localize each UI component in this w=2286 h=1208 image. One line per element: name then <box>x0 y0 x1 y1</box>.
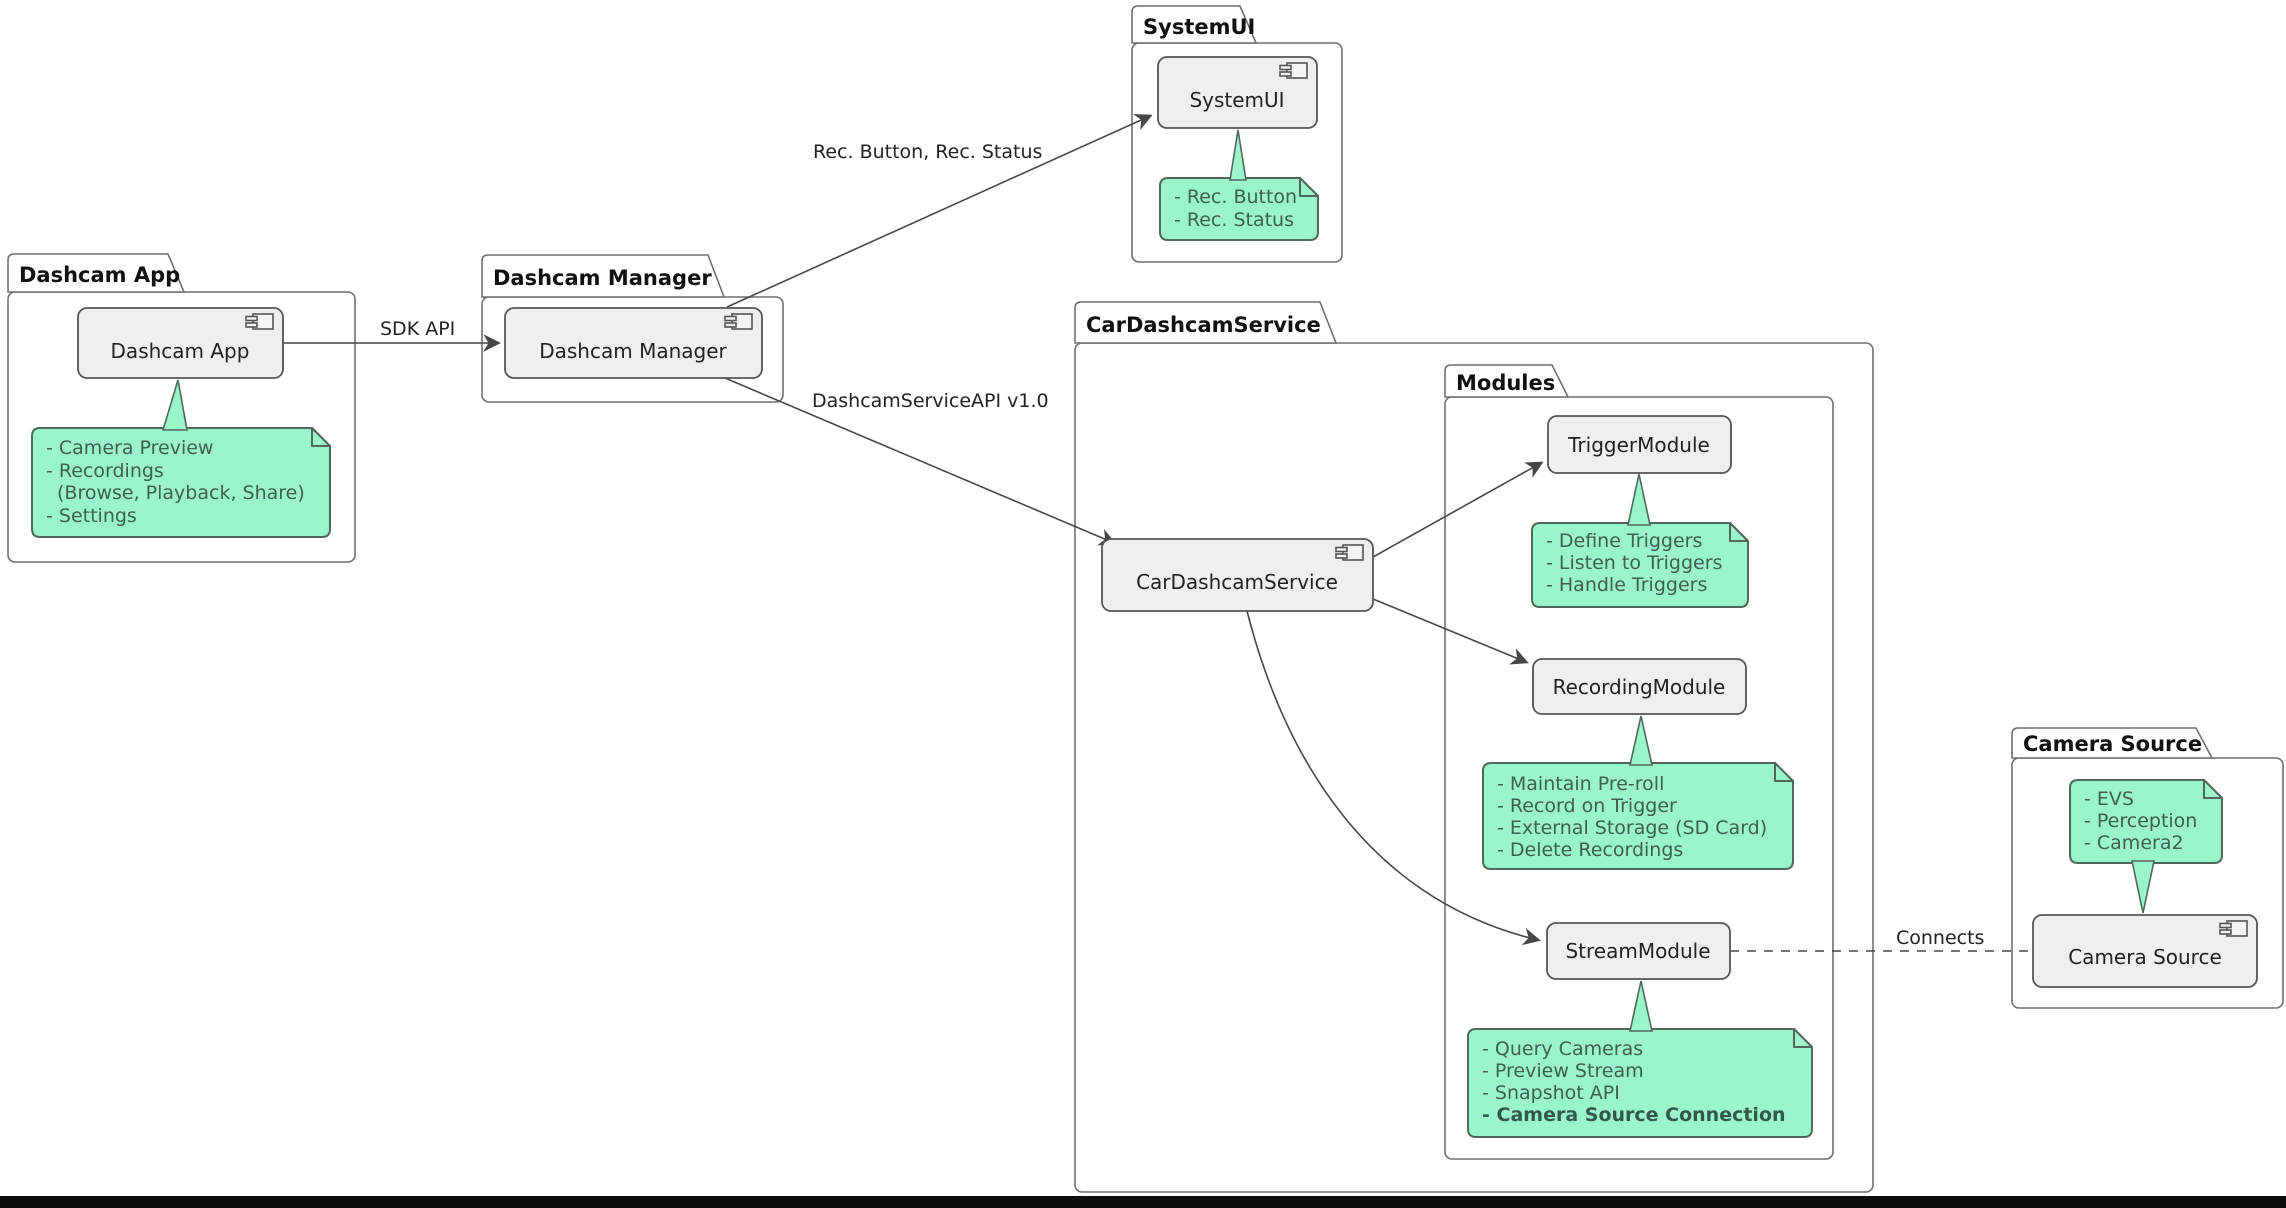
component-box <box>77 307 284 379</box>
component-stream-module: StreamModule <box>1546 922 1731 980</box>
note-fold <box>1299 177 1319 197</box>
component-label: Dashcam Manager <box>539 339 727 363</box>
component-label: TriggerModule <box>1567 433 1710 457</box>
component-box <box>504 307 763 379</box>
edge-label-dashcam-service-api: DashcamServiceAPI v1.0 <box>812 390 1049 412</box>
note-fold <box>1729 522 1749 542</box>
package-tab <box>1074 301 1338 344</box>
note-trigger-module: - Define Triggers - Listen to Triggers -… <box>1531 473 1749 608</box>
note-line: - EVS <box>2084 788 2134 810</box>
edge-label-sdk-api: SDK API <box>380 318 455 340</box>
component-box <box>1101 538 1374 612</box>
component-dashcam-app: Dashcam App <box>77 307 284 379</box>
note-line: - Camera Preview <box>46 437 213 459</box>
package-tab <box>2011 727 2214 759</box>
note-line: - Perception <box>2084 810 2197 832</box>
note-tail <box>1229 129 1247 181</box>
component-recording-module: RecordingModule <box>1532 658 1747 715</box>
component-box <box>2032 914 2258 988</box>
note-body <box>31 427 331 538</box>
note-line: - Camera2 <box>2084 832 2184 854</box>
note-tail <box>1629 715 1653 766</box>
component-box <box>1546 922 1731 980</box>
edge-to-trigger-module <box>1372 461 1544 558</box>
component-box <box>1157 56 1318 129</box>
component-label: RecordingModule <box>1553 675 1726 699</box>
note-body <box>1467 1028 1813 1138</box>
note-tail <box>161 379 188 431</box>
note-body <box>1482 762 1794 870</box>
note-fold <box>311 427 331 447</box>
component-box <box>1532 658 1747 715</box>
note-line: - Define Triggers <box>1546 530 1702 552</box>
component-trigger-module: TriggerModule <box>1547 415 1732 474</box>
package-title: SystemUI <box>1143 15 1255 39</box>
component-label: Dashcam App <box>111 339 250 363</box>
edges: SDK API Rec. Button, Rec. Status Dashcam… <box>283 114 2031 952</box>
component-label: SystemUI <box>1189 88 1284 112</box>
note-recording-module: - Maintain Pre-roll - Record on Trigger … <box>1482 715 1794 870</box>
component-icon <box>1335 544 1364 561</box>
note-line: - Snapshot API <box>1482 1082 1620 1104</box>
note-line: - Preview Stream <box>1482 1060 1644 1082</box>
note-line: (Browse, Playback, Share) <box>57 482 305 504</box>
edge-dashcam-service-api <box>724 377 1117 546</box>
package-title: Dashcam Manager <box>493 266 712 290</box>
note-tail <box>2131 860 2155 914</box>
note-fold <box>1793 1028 1813 1048</box>
package-tab <box>7 253 186 293</box>
note-line: - Handle Triggers <box>1546 574 1707 596</box>
note-camera-source: - EVS - Perception - Camera2 <box>2069 779 2223 914</box>
component-label: Camera Source <box>2068 945 2222 969</box>
component-dashcam-manager: Dashcam Manager <box>504 307 763 379</box>
note-stream-module: - Query Cameras - Preview Stream - Snaps… <box>1467 980 1813 1138</box>
note-line: - Maintain Pre-roll <box>1497 773 1664 795</box>
note-body <box>1531 522 1749 608</box>
note-tail <box>1629 980 1653 1032</box>
edge-to-stream-module <box>1246 610 1541 946</box>
note-line: - Rec. Status <box>1174 209 1294 231</box>
package-title: Modules <box>1456 371 1555 395</box>
package-tab <box>1131 5 1258 44</box>
package-tab <box>481 254 726 298</box>
component-label: CarDashcamService <box>1136 570 1338 594</box>
edge-rec-button-status <box>726 114 1153 308</box>
note-line: - External Storage (SD Card) <box>1497 817 1767 839</box>
component-car-dashcam-service: CarDashcamService <box>1101 538 1374 612</box>
note-line: - Listen to Triggers <box>1546 552 1722 574</box>
package-title: Camera Source <box>2023 732 2202 756</box>
package-title: CarDashcamService <box>1086 313 1321 337</box>
package-title: Dashcam App <box>19 263 180 287</box>
edge-label-connects: Connects <box>1896 927 1984 949</box>
package-tab <box>1444 364 1570 398</box>
note-tail <box>1627 473 1651 526</box>
note-line: - Settings <box>46 505 137 527</box>
note-line: - Recordings <box>46 460 164 482</box>
note-body <box>1159 177 1319 241</box>
note-line: - Query Cameras <box>1482 1038 1643 1060</box>
note-dashcam-app: - Camera Preview - Recordings (Browse, P… <box>31 379 331 538</box>
edge-to-recording-module <box>1372 598 1529 665</box>
component-icon <box>724 313 753 330</box>
note-line: - Delete Recordings <box>1497 839 1683 861</box>
note-line: - Rec. Button <box>1174 186 1297 208</box>
component-icon <box>2219 920 2248 937</box>
bottom-bar <box>0 1196 2286 1208</box>
edge-label-rec-button-status: Rec. Button, Rec. Status <box>813 141 1042 163</box>
note-fold <box>1774 762 1794 782</box>
note-systemui: - Rec. Button - Rec. Status <box>1159 129 1319 241</box>
component-box <box>1547 415 1732 474</box>
note-fold <box>2203 779 2223 799</box>
note-line: - Record on Trigger <box>1497 795 1677 817</box>
note-line: - Camera Source Connection <box>1482 1104 1786 1126</box>
component-systemui: SystemUI <box>1157 56 1318 129</box>
component-icon <box>245 313 274 330</box>
component-label: StreamModule <box>1565 939 1710 963</box>
note-body <box>2069 779 2223 864</box>
component-icon <box>1279 62 1308 79</box>
component-camera-source: Camera Source <box>2032 914 2258 988</box>
